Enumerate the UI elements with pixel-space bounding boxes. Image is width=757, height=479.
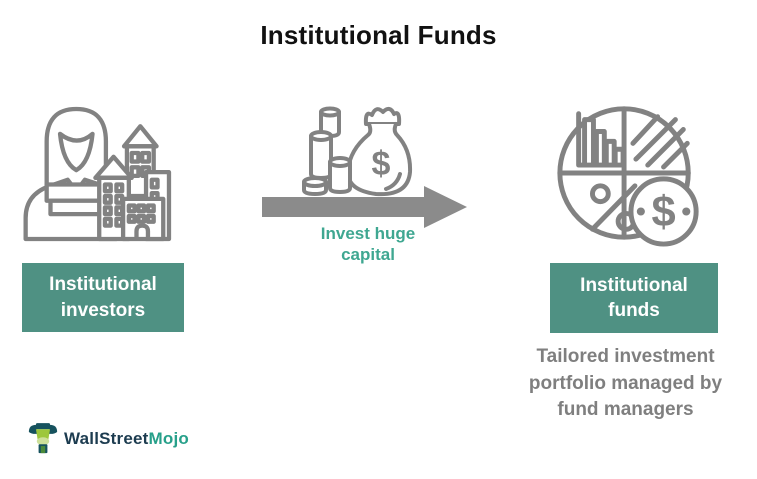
brand-wordmark: WallStreetMojo bbox=[64, 429, 189, 449]
institutional-funds-label: Institutional funds bbox=[550, 263, 718, 333]
money-bag-with-coins-icon: $ bbox=[296, 102, 418, 205]
institutional-investors-label: Institutional investors bbox=[22, 263, 184, 332]
brand-logo: WallStreetMojo bbox=[28, 421, 189, 457]
portfolio-pie-chart-icon: $ bbox=[554, 92, 704, 255]
page-title: Institutional Funds bbox=[260, 20, 497, 50]
funds-caption: Tailored investment portfolio managed by… bbox=[528, 346, 723, 421]
bull-mascot-icon bbox=[28, 421, 58, 457]
svg-text:$: $ bbox=[651, 188, 675, 236]
brand-text-accent: Mojo bbox=[148, 429, 189, 448]
investor-with-buildings-icon bbox=[18, 88, 190, 265]
right-arrow-icon bbox=[262, 186, 468, 233]
svg-text:$: $ bbox=[372, 145, 391, 183]
invest-caption: Invest huge capital bbox=[320, 224, 416, 265]
brand-text-primary: WallStreet bbox=[64, 429, 149, 448]
